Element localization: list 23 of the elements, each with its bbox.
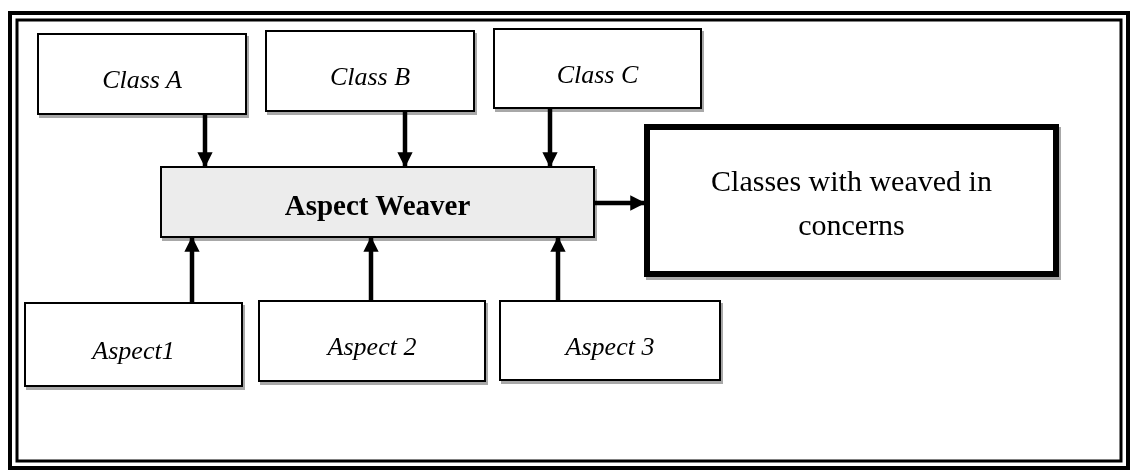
arrow [197, 115, 213, 168]
arrow [550, 236, 566, 300]
arrow [397, 112, 413, 168]
arrow [363, 236, 379, 300]
output-box [644, 124, 1059, 277]
node-label: Classes with weaved in concerns [710, 163, 993, 243]
class-box [493, 28, 702, 109]
node-label: Aspect1 [92, 334, 175, 367]
aspect-box [258, 300, 486, 382]
aspect-box [499, 300, 721, 381]
node-label: Aspect 3 [565, 330, 655, 363]
arrow [184, 236, 200, 302]
node-label: Aspect 2 [327, 331, 417, 363]
weaver-box [160, 166, 595, 238]
aspect-box [24, 302, 243, 387]
class-box [37, 33, 247, 115]
node-label: Class B [329, 61, 411, 93]
node-label: Class A [102, 64, 182, 96]
arrow [595, 195, 646, 211]
node-label: Class C [556, 58, 639, 91]
class-box [265, 30, 475, 112]
node-label: Aspect Weaver [284, 187, 471, 223]
arrow [542, 109, 558, 168]
